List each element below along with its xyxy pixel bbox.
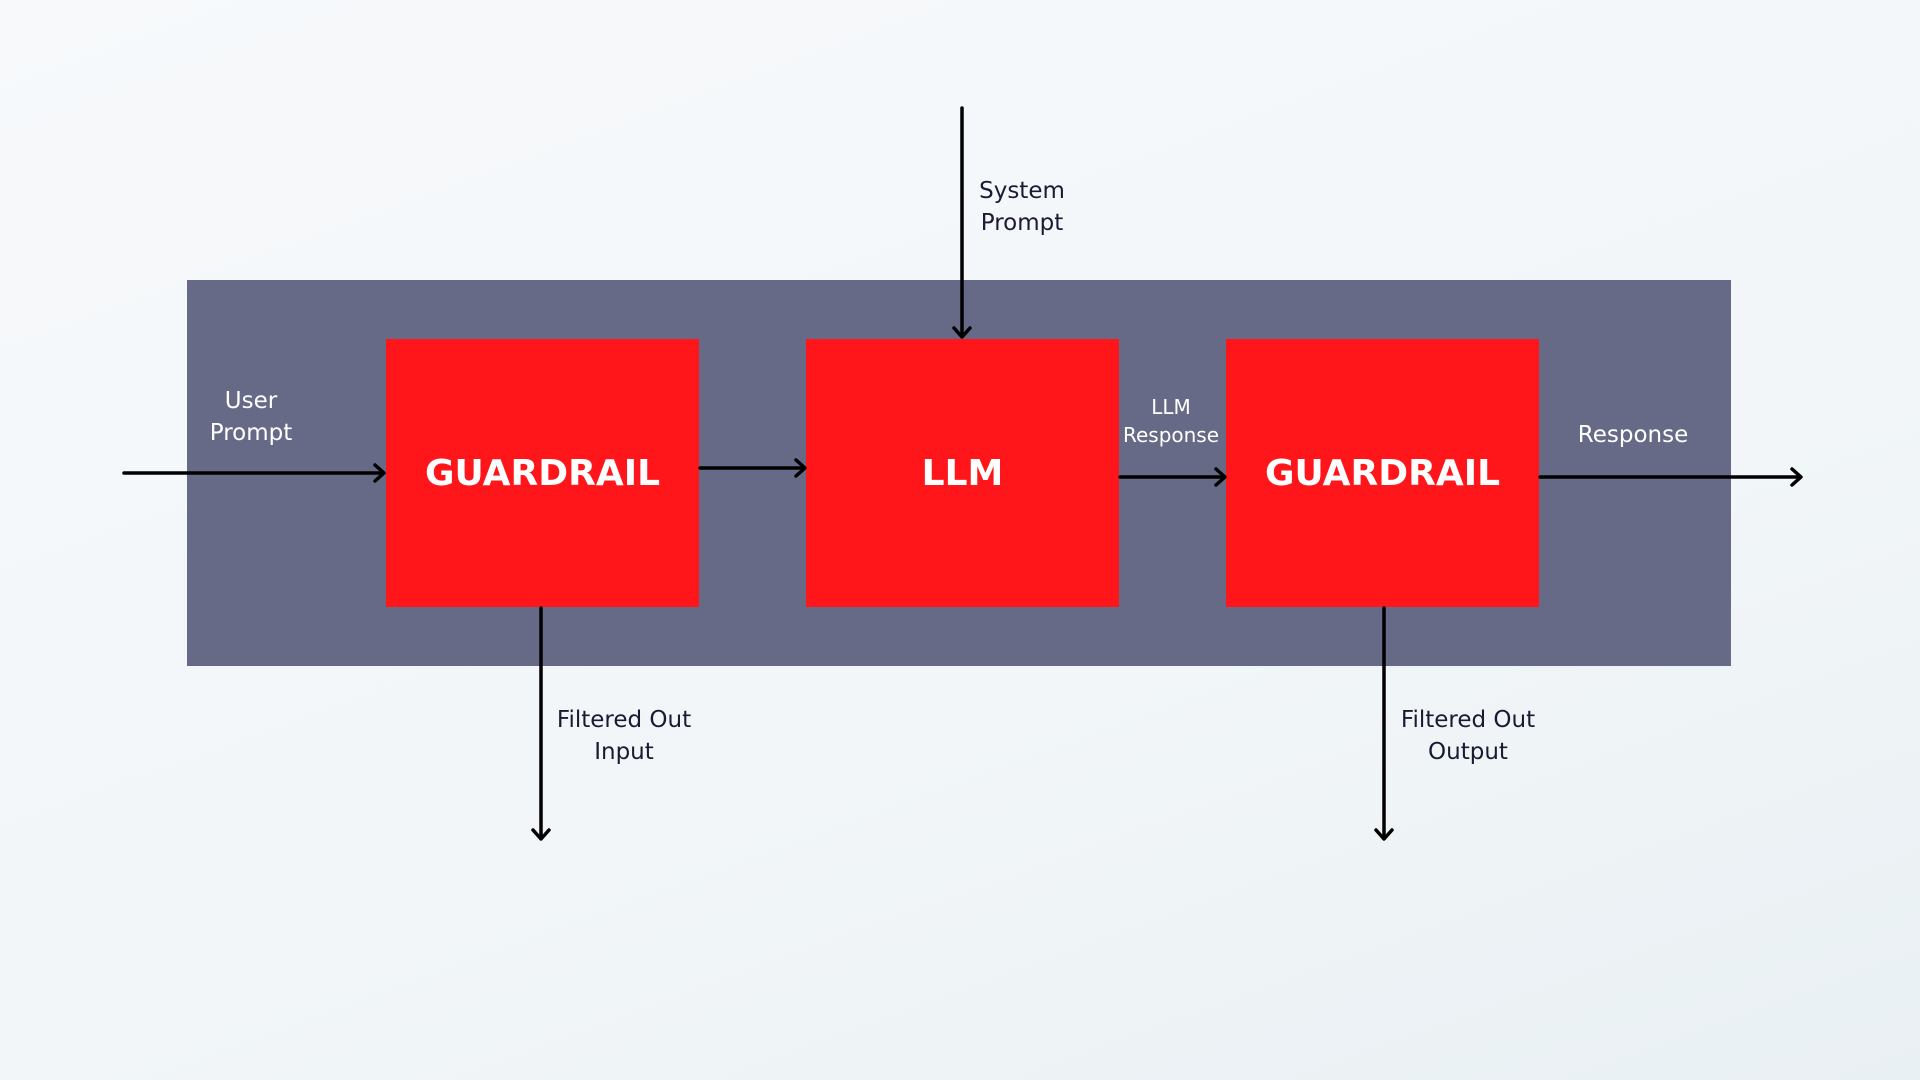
input-guardrail-label: GUARDRAIL — [424, 452, 661, 494]
output-guardrail-label: GUARDRAIL — [1264, 452, 1501, 494]
response-label: Response — [1577, 422, 1689, 448]
llm-box: LLM — [806, 339, 1119, 607]
llm-response-arrow — [1118, 467, 1227, 487]
output-guardrail-box: GUARDRAIL — [1226, 339, 1539, 607]
llm-response-label: LLM Response — [1122, 395, 1220, 447]
filtered-out-input-arrow — [531, 606, 551, 841]
system-prompt-arrow — [952, 106, 972, 339]
filtered-out-output-arrow — [1374, 606, 1394, 841]
filtered-out-output-label: Filtered Out Output — [1400, 707, 1536, 765]
input-guardrail-box: GUARDRAIL — [386, 339, 699, 607]
user-prompt-arrow — [122, 463, 386, 483]
filtered-out-input-label: Filtered Out Input — [556, 707, 692, 765]
guardrail-to-llm-arrow — [698, 458, 807, 478]
response-arrow — [1538, 467, 1803, 487]
system-prompt-label: System Prompt — [979, 178, 1065, 236]
user-prompt-label: User Prompt — [209, 388, 293, 446]
llm-label: LLM — [921, 452, 1004, 494]
